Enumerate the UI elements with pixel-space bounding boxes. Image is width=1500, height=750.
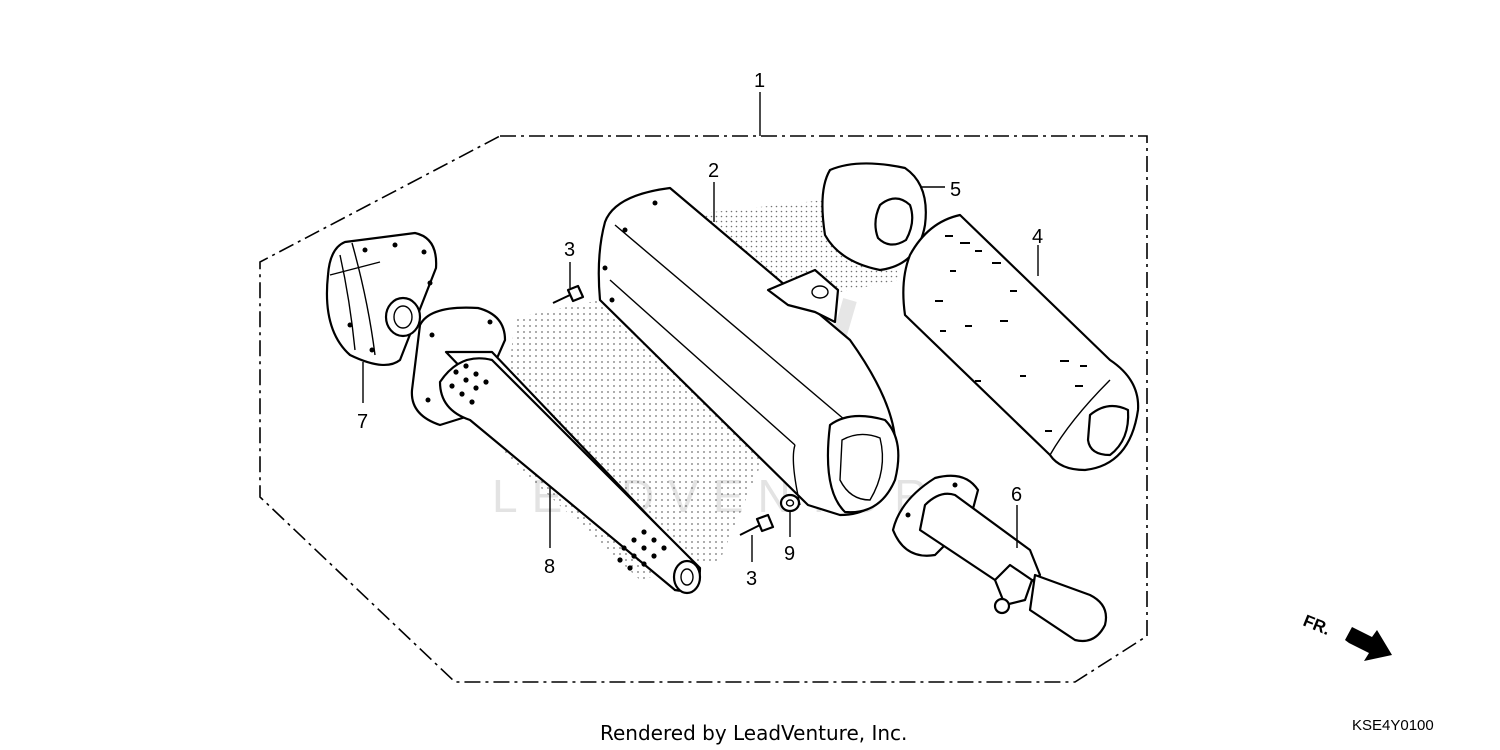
callout-3-lower: 3 bbox=[746, 568, 757, 590]
part-4-silencer-packing bbox=[902, 213, 1140, 472]
front-direction-indicator: FR. bbox=[1301, 611, 1392, 661]
part-3-rivet-lower bbox=[739, 513, 775, 562]
callout-4: 4 bbox=[1032, 226, 1043, 248]
callout-7: 7 bbox=[357, 411, 368, 433]
callout-1: 1 bbox=[754, 70, 765, 92]
part-3-rivet-upper bbox=[552, 262, 585, 304]
footer-rendered-by: Rendered by LeadVenture, Inc. bbox=[600, 721, 907, 745]
direction-label: FR. bbox=[1301, 611, 1334, 639]
part-7-end-cap bbox=[325, 231, 438, 367]
part-6-joint-pipe bbox=[891, 474, 1108, 643]
part-8-inner-tube bbox=[410, 306, 702, 595]
callout-2: 2 bbox=[708, 160, 719, 182]
front-arrow-icon bbox=[1345, 627, 1392, 661]
diagram-code: KSE4Y0100 bbox=[1352, 717, 1434, 734]
callout-8: 8 bbox=[544, 556, 555, 578]
callout-3-upper: 3 bbox=[564, 239, 575, 261]
callout-9: 9 bbox=[784, 543, 795, 565]
assembly-boundary bbox=[259, 135, 1148, 683]
part-5-end-packing bbox=[821, 162, 945, 272]
shading-tail-tube bbox=[500, 300, 780, 580]
callout-5: 5 bbox=[950, 179, 961, 201]
part-2-muffler-shell bbox=[597, 186, 900, 517]
callout-6: 6 bbox=[1011, 484, 1022, 506]
part-9-washer bbox=[779, 493, 801, 537]
